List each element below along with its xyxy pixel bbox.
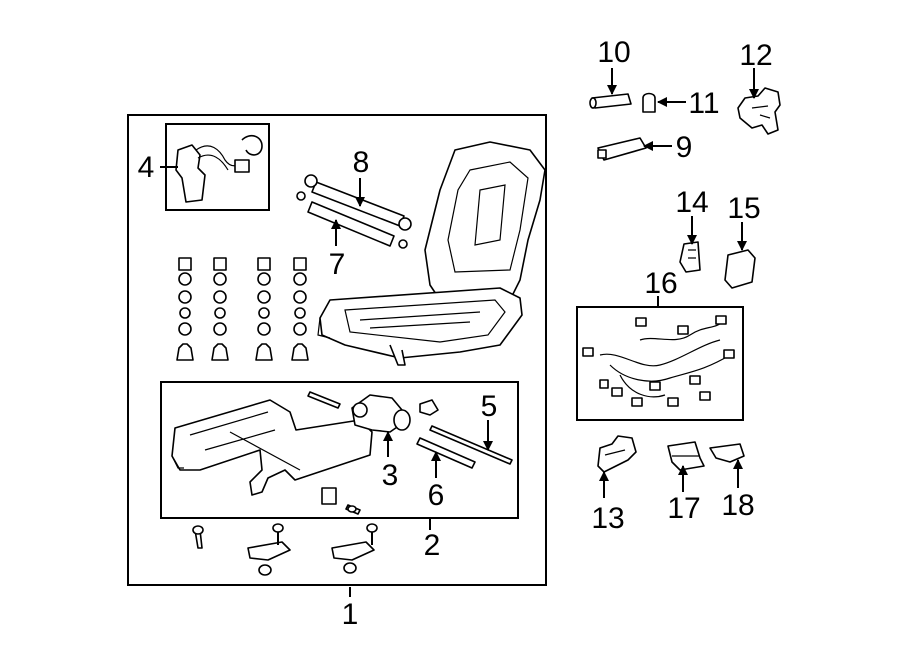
floor-bracket-drawing — [192, 523, 378, 576]
wire-harness-box — [576, 306, 744, 421]
cover-18-drawing — [709, 443, 745, 463]
callout-11: 11 — [688, 87, 719, 120]
cushion-harness-drawing — [175, 134, 263, 203]
callout-8: 8 — [353, 146, 370, 179]
switch-14-drawing — [679, 241, 701, 273]
callout-3: 3 — [382, 459, 399, 492]
cover-17-drawing — [667, 441, 705, 471]
callout-15: 15 — [727, 192, 760, 225]
callout-13: 13 — [591, 502, 624, 535]
fastener-grid-drawing — [176, 257, 309, 361]
handle-cover-10-drawing — [589, 93, 632, 109]
bracket-12-drawing — [737, 87, 781, 135]
callout-2: 2 — [424, 529, 441, 562]
callout-1: 1 — [342, 598, 359, 631]
callout-leaders — [160, 68, 759, 597]
callout-7: 7 — [329, 248, 346, 281]
harness-16-drawing — [582, 315, 735, 407]
cover-9-drawing — [597, 137, 647, 161]
callout-5: 5 — [481, 390, 498, 423]
callout-4: 4 — [138, 151, 155, 184]
knob-15-drawing — [724, 249, 756, 289]
seat-track-drawing — [171, 391, 513, 515]
callout-12: 12 — [739, 39, 772, 72]
seat-frame-drawing — [317, 141, 546, 366]
callout-16: 16 — [644, 267, 677, 300]
callout-14: 14 — [675, 186, 708, 219]
callout-17: 17 — [667, 492, 700, 525]
seat-assembly-box — [127, 114, 547, 586]
callout-6: 6 — [428, 479, 445, 512]
cap-11-drawing — [642, 92, 656, 113]
callout-10: 10 — [597, 36, 630, 69]
bracket-13-drawing — [597, 435, 637, 473]
seat-track-box — [160, 381, 519, 519]
cross-rods-drawing — [296, 174, 412, 249]
callout-9: 9 — [676, 131, 693, 164]
callout-18: 18 — [721, 489, 754, 522]
